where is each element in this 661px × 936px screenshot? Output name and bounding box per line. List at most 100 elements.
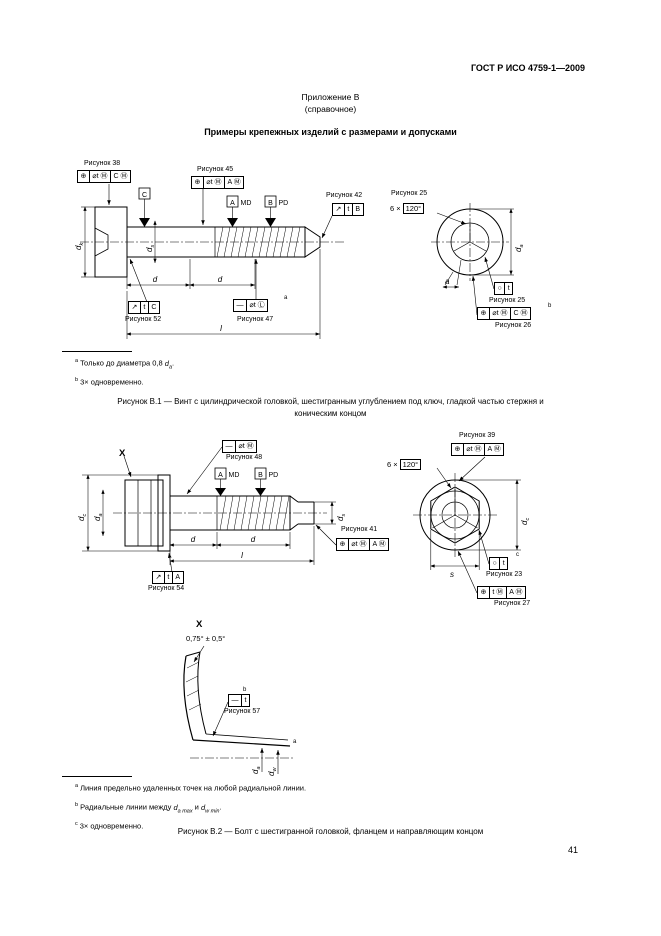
datum-ref: A Ⓜ [223, 177, 243, 188]
datum-a-label: A [218, 472, 223, 479]
angle-prefix: 6 × [390, 204, 401, 213]
footnote-rule [62, 351, 132, 352]
dim-d2: d [251, 535, 256, 544]
var: da max [173, 802, 193, 815]
leader-lines [123, 446, 490, 594]
datum-a-label: A [230, 200, 235, 207]
datum-triangle [265, 218, 276, 227]
detail-x-reference: X [119, 448, 126, 459]
roundness-symbol: ○ [492, 560, 497, 567]
var: da [164, 358, 173, 371]
datum-b-note: PD [279, 200, 289, 207]
leader-lines [107, 184, 495, 316]
appendix-note: (справочное) [304, 104, 357, 114]
footnote-marker: a [75, 358, 79, 364]
figure-ref-26: Рисунок 26 [495, 322, 532, 329]
dim-s: s [450, 570, 454, 579]
datum-triangle [215, 488, 226, 496]
thread-hatch [216, 226, 301, 258]
tolerance-value: ⌀t Ⓜ [347, 539, 369, 550]
datum-b-note: PD [269, 472, 279, 479]
angle-spec: 6 × 120° [390, 203, 425, 214]
datum-ref: A Ⓜ [483, 444, 503, 455]
dim-a: a [445, 277, 450, 286]
footnote-marker: b [75, 377, 79, 383]
footnote-text: 3× одновременно. [80, 377, 144, 387]
dim-d1: d [191, 535, 196, 544]
datum-a-note: MD [241, 200, 252, 207]
detail-labels: a da dw [251, 739, 297, 776]
tolerance-value: t [499, 558, 507, 569]
position-symbol: ⊕ [454, 446, 461, 453]
section-hatch [185, 661, 202, 711]
roundness-symbol: ○ [497, 285, 502, 292]
detail-annotations [193, 645, 280, 774]
datum-ref: C Ⓜ [109, 171, 130, 182]
figure-ref-41: Рисунок 41 [341, 526, 378, 533]
tolerance-frame-23: ○ t [489, 557, 509, 570]
flange-edge-detail [183, 651, 295, 759]
tolerance-frame-27: ⊕ t Ⓜ A Ⓜ [477, 586, 526, 599]
dimension-labels: d d l s dc da ds dc [77, 513, 531, 579]
bolt-side-view [113, 474, 327, 552]
figure-ref-25-right: Рисунок 25 [489, 297, 526, 304]
datum-flags: C A MD B PD [138, 187, 289, 227]
datum-triangle [139, 218, 150, 227]
tolerance-frame-26: ⊕ ⌀t Ⓜ C Ⓜ [477, 307, 531, 320]
datum-flags: A MD B PD [214, 467, 279, 496]
position-symbol: ⊕ [339, 541, 346, 548]
tolerance-value: ⌀t Ⓜ [462, 444, 484, 455]
angle-prefix: 6 × [387, 460, 398, 469]
angle-boxed-value: 120° [399, 459, 422, 470]
tolerance-value: t [163, 572, 172, 583]
figure-b2-drawing: A MD B PD [77, 446, 531, 594]
tolerance-value: t [504, 283, 512, 294]
footnote-text: Радиальные линии между [80, 802, 174, 812]
footnote-ref-a-face: a [293, 739, 297, 745]
dim-dc-end-view: dc [520, 518, 531, 525]
datum-triangle [227, 218, 238, 227]
datum-b-label: B [268, 200, 273, 207]
dimension-labels: d d l a dk ds da [74, 243, 525, 333]
tolerance-frame-25: ○ t [494, 282, 514, 295]
footnote-ref-c: c [516, 552, 519, 558]
figure-ref-57: Рисунок 57 [224, 708, 261, 715]
tolerance-frame-42: ↗ t B [332, 203, 364, 216]
datum-ref: C [147, 302, 159, 313]
screw-side-view [80, 206, 345, 278]
position-symbol: ⊕ [480, 310, 487, 317]
straightness-symbol: — [231, 697, 239, 704]
thread-hatch [219, 495, 290, 531]
dim-l: l [241, 551, 243, 560]
figure-ref-27: Рисунок 27 [494, 600, 531, 607]
figure-ref-47: Рисунок 47 [237, 316, 274, 323]
appendix-title: Примеры крепежных изделий с размерами и … [204, 127, 457, 137]
footnote-text: 3× одновременно. [79, 821, 144, 831]
document-id: ГОСТ Р ИСО 4759-1—2009 [470, 63, 585, 73]
runout-symbol: ↗ [155, 574, 162, 581]
tolerance-value: t [139, 302, 148, 313]
dim-ds: ds [336, 514, 347, 521]
datum-a-note: MD [229, 472, 240, 479]
straightness-symbol: — [225, 443, 233, 450]
footnote-ref-b: b [243, 687, 247, 693]
tolerance-frame-38: ⊕ ⌀t Ⓜ C Ⓜ [77, 170, 131, 183]
detail-angle-value: 0,75° ± 0,5° [186, 634, 226, 643]
runout-symbol: ↗ [131, 304, 138, 311]
figure-ref-25-top: Рисунок 25 [391, 190, 428, 197]
datum-ref: A [171, 572, 183, 583]
tolerance-frame-52: ↗ t C [128, 301, 160, 314]
dim-dk: dk [74, 243, 85, 250]
datum-b-label: B [258, 472, 263, 479]
tolerance-value: ⌀t Ⓜ [202, 177, 224, 188]
tolerance-frame-54: ↗ t A [152, 571, 184, 584]
tolerance-frame-41: ⊕ ⌀t Ⓜ A Ⓜ [336, 538, 390, 551]
dim-da: da [93, 513, 104, 521]
figure-b2-caption: Рисунок В.2 — Болт с шестигранной головк… [177, 827, 484, 836]
